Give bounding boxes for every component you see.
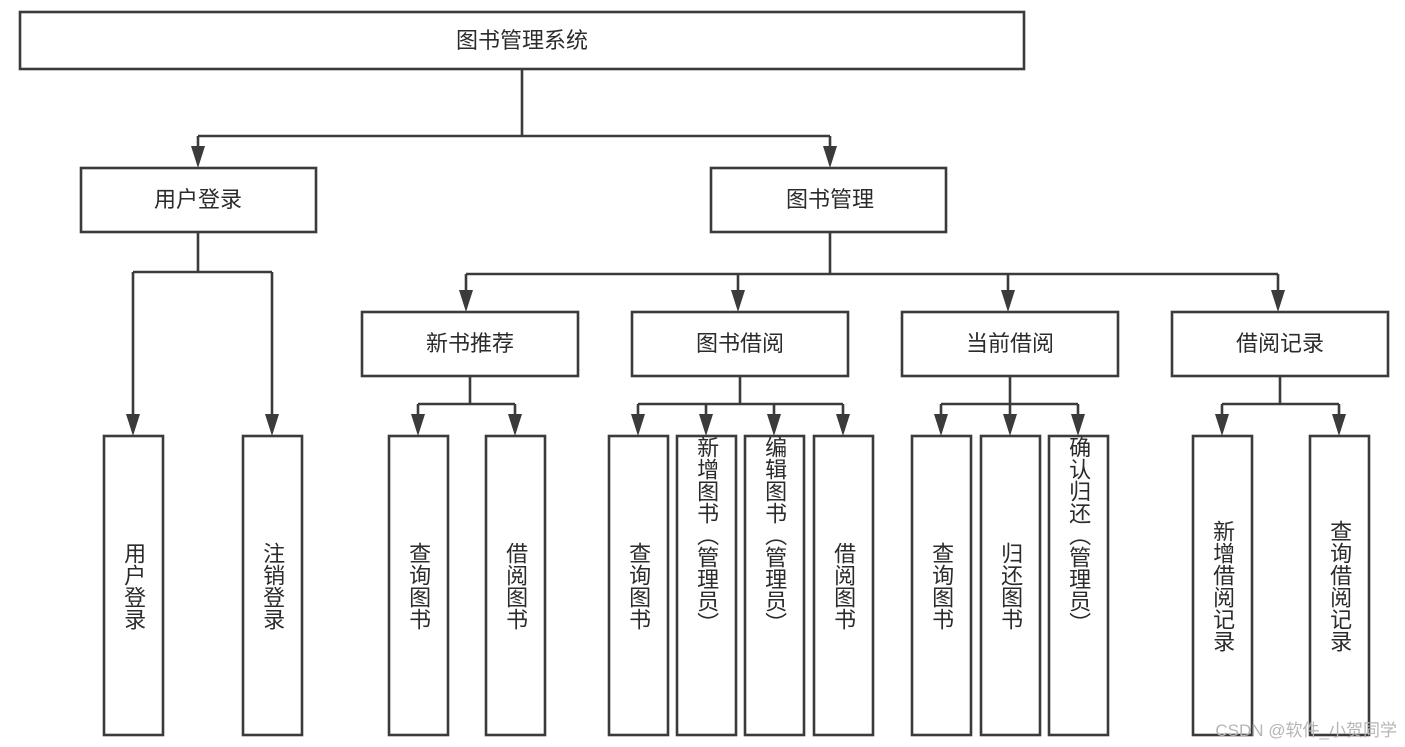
- arrow-head-icon: [731, 290, 745, 312]
- node-leaf-book-borrow-2[interactable]: [743, 434, 806, 737]
- node-leaf-book-borrow-0[interactable]: [607, 434, 670, 737]
- node-user-login-label: 用户登录: [154, 187, 242, 212]
- arrow-head-icon: [699, 414, 713, 436]
- connector-borrowrecord-to-leaves: [1215, 376, 1346, 436]
- connector-currentborrow-to-leaves: [934, 376, 1085, 436]
- node-leaf-borrow-record-1[interactable]: [1308, 434, 1371, 737]
- arrow-head-icon: [126, 414, 140, 436]
- node-leaf-user-login-0[interactable]: [102, 434, 165, 737]
- connector-bookmanage-to-level3: [459, 232, 1285, 312]
- node-book-borrow[interactable]: [630, 310, 850, 378]
- node-leaf-new-book-0[interactable]: [387, 434, 450, 737]
- arrow-head-icon: [459, 290, 473, 312]
- arrow-head-icon: [823, 146, 837, 168]
- node-leaf-current-borrow-2[interactable]: [1047, 434, 1110, 737]
- node-leaf-new-book-1[interactable]: [484, 434, 547, 737]
- arrow-head-icon: [836, 414, 850, 436]
- arrow-head-icon: [1332, 414, 1346, 436]
- node-borrow-record[interactable]: [1170, 310, 1390, 378]
- node-root[interactable]: [18, 10, 1026, 71]
- node-leaf-book-borrow-1[interactable]: [675, 434, 738, 737]
- arrow-head-icon: [767, 414, 781, 436]
- node-new-book-recommend-label: 新书推荐: [426, 331, 514, 356]
- node-leaf-user-login-1[interactable]: [241, 434, 304, 737]
- arrow-head-icon: [1215, 414, 1229, 436]
- arrow-head-icon: [1001, 290, 1015, 312]
- arrow-head-icon: [1271, 290, 1285, 312]
- arrow-head-icon: [1003, 414, 1017, 436]
- arrow-head-icon: [265, 414, 279, 436]
- node-leaf-current-borrow-1[interactable]: [979, 434, 1042, 737]
- node-book-manage[interactable]: [709, 166, 948, 234]
- arrow-head-icon: [631, 414, 645, 436]
- node-borrow-record-label: 借阅记录: [1236, 331, 1324, 356]
- arrow-head-icon: [934, 414, 948, 436]
- connector-root-to-level2: [191, 69, 837, 168]
- watermark-text: CSDN @软件_小贺同学: [1215, 721, 1397, 740]
- arrow-head-icon: [411, 414, 425, 436]
- node-leaf-borrow-record-0[interactable]: [1191, 434, 1254, 737]
- connector-userlogin-to-leaves: [126, 232, 279, 436]
- node-user-login[interactable]: [79, 166, 318, 234]
- node-current-borrow-label: 当前借阅: [966, 331, 1054, 356]
- node-new-book-recommend[interactable]: [360, 310, 580, 378]
- node-leaf-current-borrow-0[interactable]: [910, 434, 973, 737]
- connector-newbook-to-leaves: [411, 376, 522, 436]
- connector-bookborrow-to-leaves: [631, 376, 850, 436]
- arrow-head-icon: [191, 146, 205, 168]
- arrow-head-icon: [508, 414, 522, 436]
- node-leaf-book-borrow-3[interactable]: [812, 434, 875, 737]
- arrow-head-icon: [1071, 414, 1085, 436]
- node-book-borrow-label: 图书借阅: [696, 331, 784, 356]
- node-root-label: 图书管理系统: [456, 28, 588, 53]
- node-current-borrow[interactable]: [900, 310, 1120, 378]
- node-book-manage-label: 图书管理: [786, 187, 874, 212]
